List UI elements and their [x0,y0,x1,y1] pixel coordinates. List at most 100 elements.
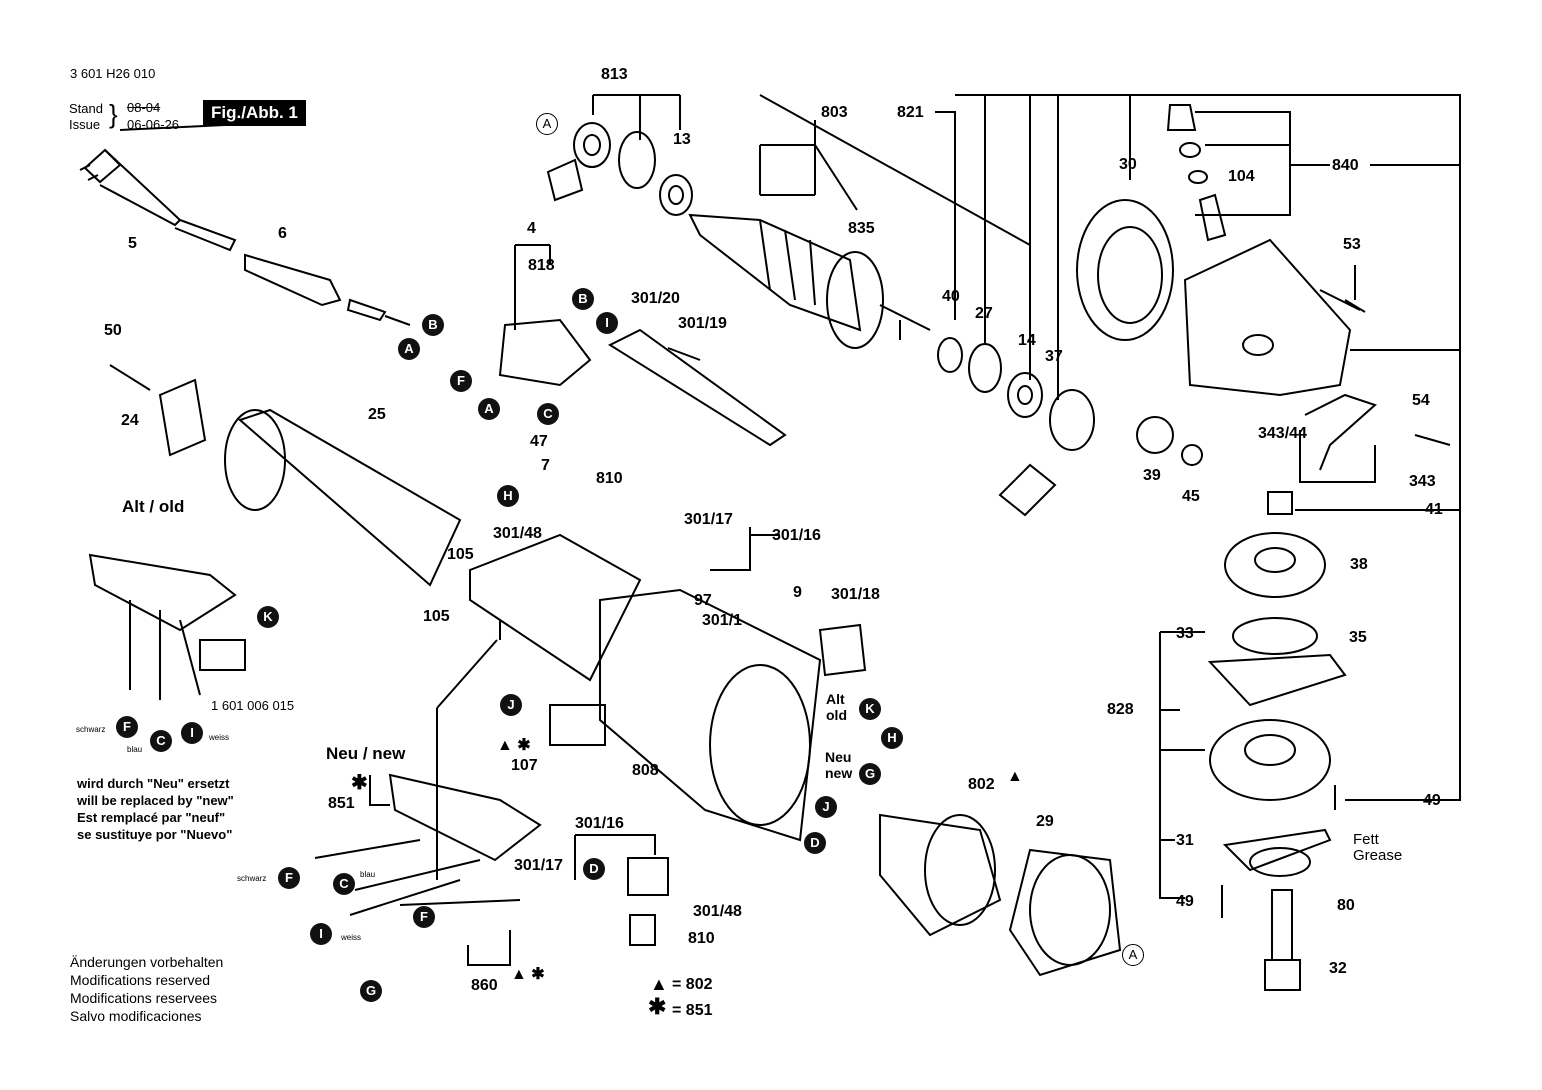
motor-housing-301-1 [599,588,822,842]
connector-badge-a-guard: A [1122,944,1144,966]
part-39: 39 [1143,467,1161,484]
part-301-48-top: 301/48 [493,525,542,542]
part-301-16-bottom: 301/16 [575,815,624,832]
bracket-343 [1299,430,1376,483]
part-810-bottom: 810 [688,930,715,947]
bracket-860 [467,930,511,966]
screw-50 [109,364,151,391]
cap-neu-new [388,773,542,862]
bracket-301-16b [574,834,656,880]
pinion-39 [1136,416,1174,454]
bevel-gear-38 [1224,532,1326,598]
fett-label: Fett [1353,831,1379,848]
neu-label: Neu [825,749,852,765]
bracket-840 [1195,111,1460,216]
replacement-note: wird durch "Neu" ersetzt will be replace… [77,775,234,843]
part-9: 9 [793,584,802,601]
part-301-17-top: 301/17 [684,511,733,528]
power-cord [99,149,237,252]
wire-blau-new: blau [360,870,376,879]
ring-33 [1232,617,1318,655]
guard-29 [1008,848,1122,977]
bracket-803 [759,94,1031,246]
part-24: 24 [121,412,139,429]
marker-802-triangle-icon: ▲ [1007,768,1023,785]
connector-badge-j-107: J [500,694,522,716]
legend-triangle-text: = 802 [672,976,713,993]
legend-star-text: = 851 [672,1002,713,1019]
part-50: 50 [104,322,122,339]
armature [688,213,862,332]
connector-badge-f-new-2: F [413,906,435,928]
gear-housing [1183,238,1352,397]
motor-cover-25 [238,408,462,587]
connector-badge-b-cord: B [422,314,444,336]
connector-badge-j-field: J [815,796,837,818]
connector-badge-i-new: I [310,923,332,945]
wire-schwarz-old: schwarz [76,725,106,734]
new-label: new [825,765,853,781]
switch-rod-301-20 [607,328,787,447]
part-301-48-bottom: 301/48 [693,903,742,920]
connector-badge-c-new: C [333,873,355,895]
connector-badge-k-field: K [859,698,881,720]
part-41: 41 [1425,501,1443,518]
wire-weiss-new: weiss [341,933,362,942]
part-53: 53 [1343,236,1361,253]
connector-badge-a-holder: A [478,398,500,420]
bracket-813 [592,94,681,140]
cord-sleeve [244,253,342,307]
part-37: 37 [1045,348,1063,365]
issue-value: 06-06-26 [127,117,180,132]
bearing-37 [1049,389,1095,451]
part-301-1: 301/1 [702,612,743,629]
part-27: 27 [975,305,993,322]
part-301-18: 301/18 [831,586,880,603]
part-821: 821 [897,104,924,121]
connector-badge-i-holder: I [596,312,618,334]
footer-line-es: Salvo modificaciones [70,1008,202,1024]
grease-label: Grease [1353,847,1403,864]
part-25: 25 [368,406,386,423]
marker-860-icons: ▲ ✱ [511,966,545,983]
part-104: 104 [1228,168,1255,185]
part-4: 4 [527,220,536,237]
connector-badge-f-holder: F [450,370,472,392]
power-cord-plug [79,148,122,184]
brush-13 [998,463,1057,517]
part-49-right: 49 [1423,792,1441,809]
part-29: 29 [1036,813,1054,830]
flange-828 [1209,719,1331,801]
footer-notice: Änderungen vorbehalten Modifications res… [70,953,223,1025]
bracket-4 [514,244,551,330]
cord-end [346,298,411,326]
bushing-41 [1267,491,1293,515]
brush-holder-301-16b [627,857,669,896]
seal-31 [1222,828,1332,872]
part-31: 31 [1176,832,1194,849]
part-301-20: 301/20 [631,290,680,307]
doc-number: 3 601 H26 010 [70,66,156,81]
armature-fan [826,251,884,349]
neu-new-label: Neu / new [326,744,406,763]
part-7: 7 [541,457,550,474]
circlip-40 [937,337,963,373]
part-105-b: 105 [423,608,450,625]
brace: } [109,99,118,129]
part-808: 808 [632,762,659,779]
connector-badge-g-new: G [360,980,382,1002]
part-1601006015: 1 601 006 015 [211,698,295,713]
part-813: 813 [601,66,628,83]
spring-104-cap [1166,104,1197,131]
part-343-44: 343/44 [1258,425,1307,442]
old-label: old [826,707,847,723]
part-105-a: 105 [447,546,474,563]
footer-line-fr: Modifications reservees [70,990,218,1006]
bearing-a [573,122,611,168]
connector-badge-h-top: H [497,485,519,507]
note-line-de: wird durch "Neu" ersetzt [77,776,230,791]
part-80: 80 [1337,897,1355,914]
part-802: 802 [968,776,995,793]
note-line-en: will be replaced by "new" [77,793,234,808]
stator-802 [879,813,1002,937]
